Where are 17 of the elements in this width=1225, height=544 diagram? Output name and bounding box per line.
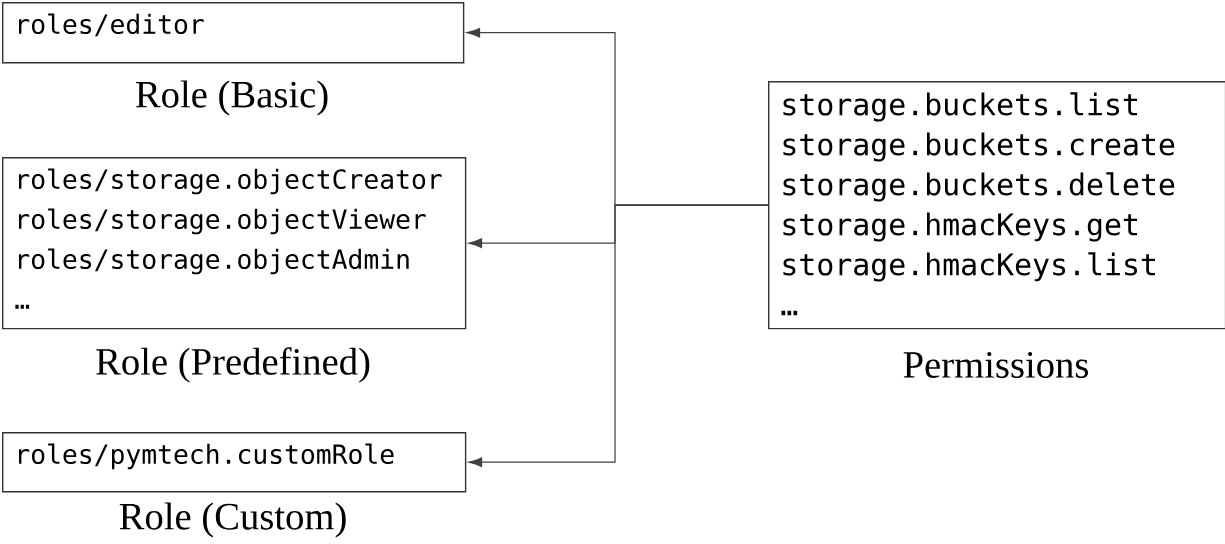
box-heading: Role (Predefined) [96,347,370,383]
code-line: roles/pymtech.customRole [19,443,394,470]
code-line: … [781,310,798,316]
code-line: roles/editor [19,13,204,37]
box-heading: Role (Basic) [135,80,328,116]
code-line: storage.hmacKeys.get [783,212,1137,242]
code-line: storage.buckets.create [783,132,1175,162]
box-heading: Permissions [903,352,1088,378]
code-line: storage.buckets.delete [783,172,1175,202]
code-line: roles/storage.objectViewer [19,208,426,235]
code-line: … [15,304,30,309]
code-line: roles/storage.objectAdmin [19,248,409,275]
code-line: storage.hmacKeys.list [783,252,1155,282]
box-heading: Role (Custom) [119,502,346,538]
code-line: storage.buckets.list [783,92,1137,122]
arrow [468,204,769,468]
code-line: roles/storage.objectCreator [19,168,442,195]
